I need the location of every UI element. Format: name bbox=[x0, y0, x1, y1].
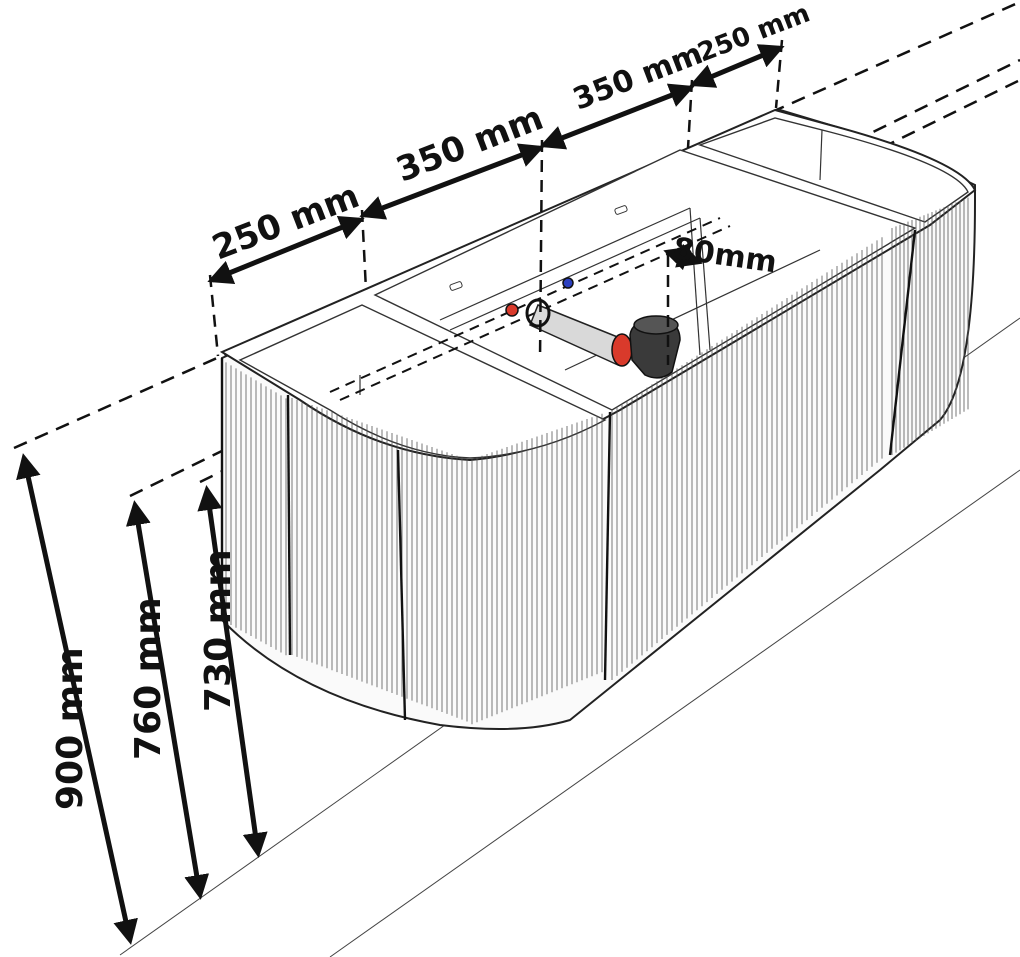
height-dimension-arrows bbox=[16, 453, 268, 945]
height-arrow-760 bbox=[125, 500, 210, 900]
height-label-760: 760 mm bbox=[128, 597, 169, 760]
drain-trap-top bbox=[633, 315, 679, 335]
hot-valve-icon bbox=[505, 303, 519, 317]
width-arrow-3 bbox=[539, 83, 695, 150]
height-arrow-730 bbox=[197, 485, 268, 858]
cabinet-body bbox=[219, 108, 977, 730]
height-arrow-900 bbox=[16, 453, 138, 945]
shelf-pegs bbox=[449, 205, 628, 291]
ribbed-panel-front bbox=[291, 398, 603, 725]
width-arrow-1 bbox=[207, 215, 365, 285]
width-arrow-4 bbox=[689, 44, 785, 88]
compartment-right bbox=[697, 117, 969, 223]
height-label-730: 730 mm bbox=[198, 549, 239, 712]
cold-valve-icon bbox=[562, 277, 574, 289]
inner-shelf-lines bbox=[359, 129, 823, 395]
offset-arrow bbox=[663, 243, 703, 271]
ribbed-panel-right bbox=[611, 197, 969, 680]
width-label-1: 250 mm bbox=[207, 176, 365, 268]
height-label-900: 900 mm bbox=[50, 647, 91, 810]
compartment-left bbox=[238, 304, 607, 459]
height-labels: 900 mm 760 mm 730 mm bbox=[50, 549, 239, 810]
width-dimension-arrows bbox=[207, 44, 785, 285]
compartment-center bbox=[373, 149, 917, 411]
width-label-3: 350 mm bbox=[568, 36, 707, 117]
width-arrow-2 bbox=[359, 143, 545, 220]
drain-pipe-ring bbox=[525, 298, 551, 328]
panel-divisions bbox=[220, 229, 917, 721]
drain-trap-red bbox=[611, 333, 633, 367]
